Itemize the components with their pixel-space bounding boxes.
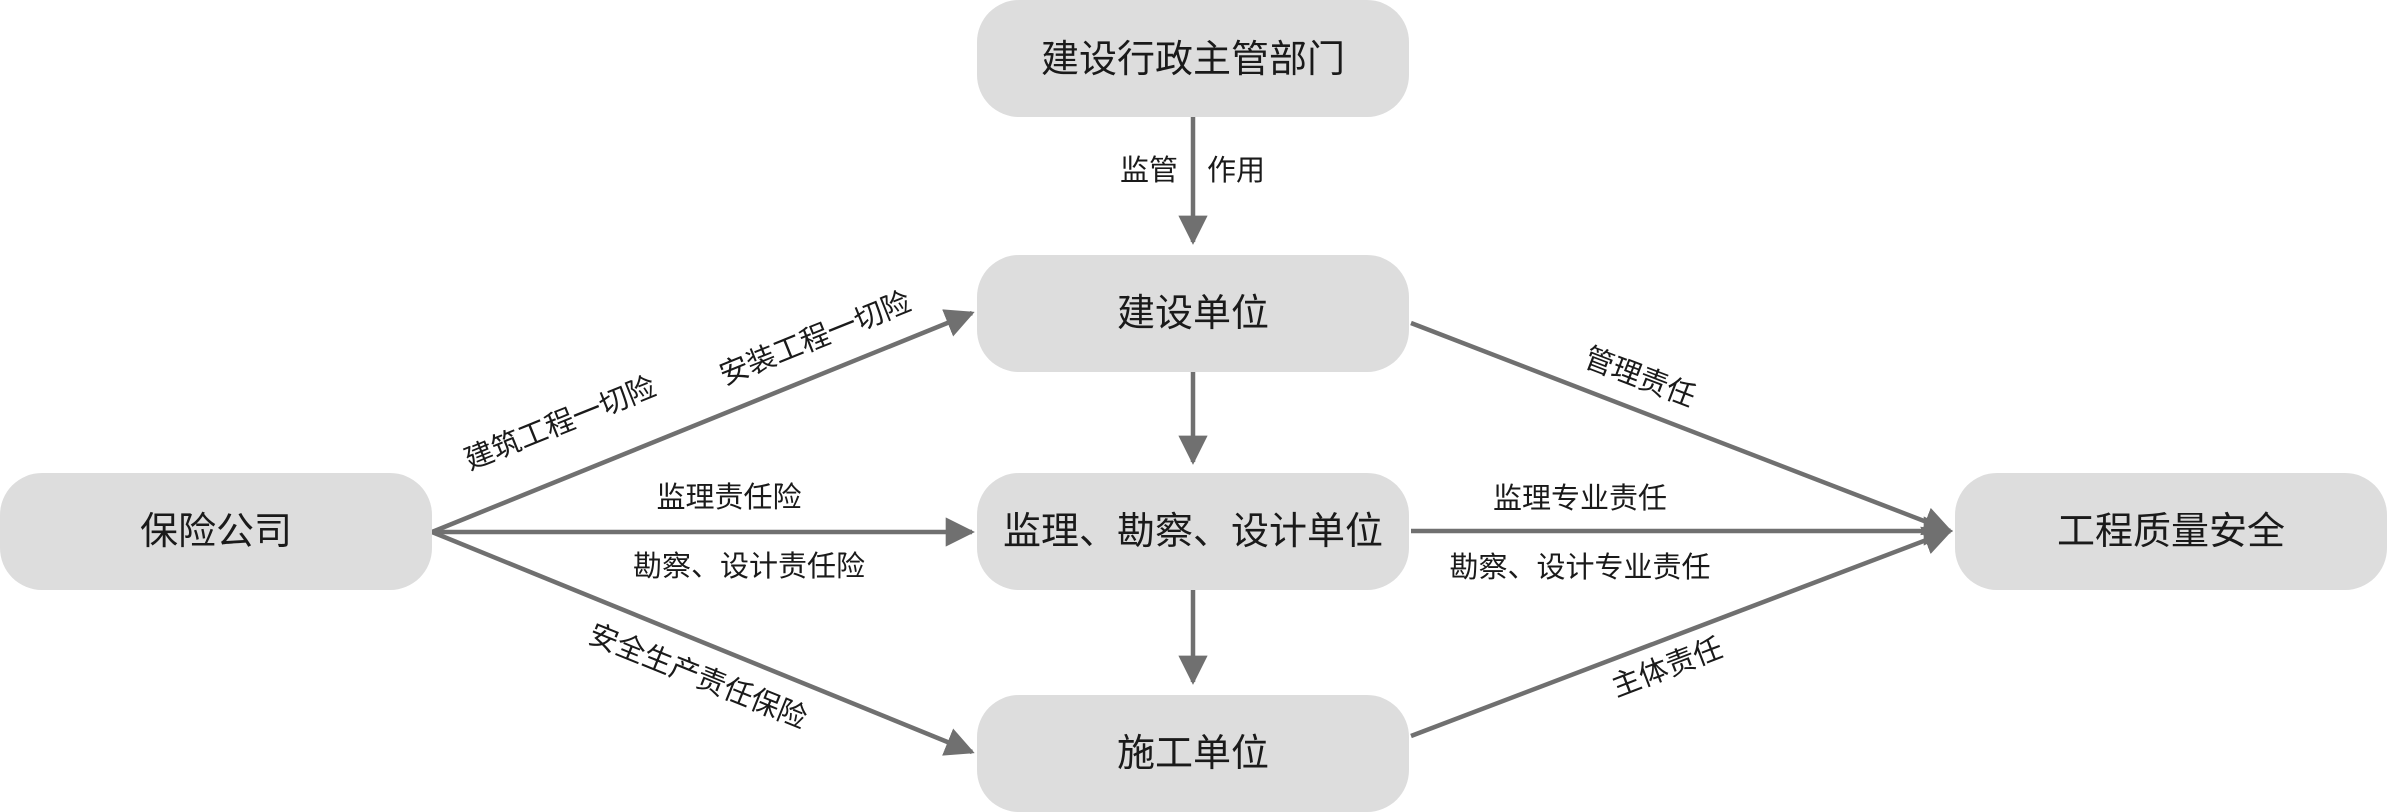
label-supervise-right: 作用 (1207, 153, 1265, 187)
label-supervise-left: 监管 (1120, 153, 1178, 187)
label-main-responsibility: 主体责任 (1607, 630, 1727, 703)
node-contractor: 施工单位 (977, 695, 1409, 812)
node-owner-label: 建设单位 (1117, 291, 1269, 335)
label-survey-design-professional: 勘察、设计专业责任 (1449, 550, 1710, 584)
node-supervisor-label: 监理、勘察、设计单位 (1003, 509, 1383, 553)
node-quality: 工程质量安全 (1955, 473, 2387, 590)
node-supervisor: 监理、勘察、设计单位 (977, 473, 1409, 590)
edge-owner-to-quality (1410, 320, 1953, 536)
node-contractor-label: 施工单位 (1117, 731, 1269, 775)
node-insurer: 保险公司 (0, 473, 432, 590)
node-quality-label: 工程质量安全 (2057, 509, 2285, 553)
label-construction-all-risk: 建筑工程一切险 (460, 369, 661, 477)
label-safety-liability: 安全生产责任保险 (584, 617, 812, 735)
node-owner: 建设单位 (977, 255, 1409, 372)
edge-insurer-to-contractor (431, 529, 975, 756)
label-supervision-professional: 监理专业责任 (1493, 481, 1667, 515)
node-insurer-label: 保险公司 (140, 509, 292, 553)
edge-contractor-to-quality (1410, 526, 1953, 739)
node-admin: 建设行政主管部门 (977, 0, 1409, 117)
label-management-responsibility: 管理责任 (1580, 340, 1700, 413)
node-admin-label: 建设行政主管部门 (1041, 37, 1345, 81)
label-survey-design-liability: 勘察、设计责任险 (633, 549, 865, 583)
edge-insurer-to-owner (431, 309, 975, 535)
label-supervision-liability: 监理责任险 (656, 480, 801, 514)
